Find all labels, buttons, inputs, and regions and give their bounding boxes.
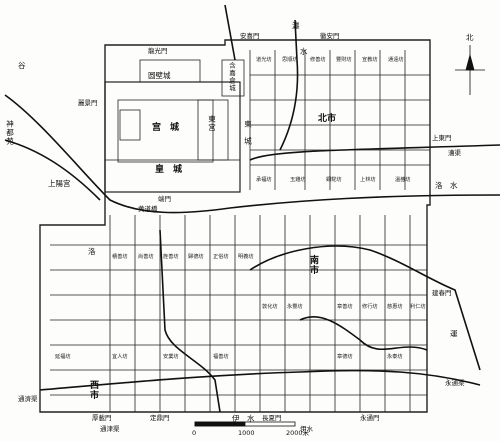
ward-label: 溫雒坊 bbox=[395, 177, 411, 183]
ward-label: 永豐坊 bbox=[287, 304, 303, 310]
luo-river-west-label: 洛 bbox=[88, 247, 96, 256]
ward-label: 章德坊 bbox=[337, 354, 353, 360]
tongji-canal-label: 通濟渠 bbox=[18, 395, 38, 403]
ward-label: 修善坊 bbox=[310, 57, 326, 63]
yongtong-canal-label: 永通渠 bbox=[445, 379, 465, 387]
ward-label: 銅駝坊 bbox=[326, 177, 342, 183]
shendu-park-label: 神都苑 bbox=[5, 120, 15, 146]
huian-gate-label: 徽安門 bbox=[320, 32, 340, 40]
scale-zero: 0 bbox=[192, 429, 197, 437]
ward-label: 章善坊 bbox=[337, 304, 353, 310]
changxia-gate-label: 長夏門 bbox=[262, 414, 282, 422]
duanmen-gate-label: 端門 bbox=[158, 195, 171, 203]
ward-label: 福善坊 bbox=[213, 354, 229, 360]
imperial-city-label: 皇 城 bbox=[155, 165, 183, 175]
ward-label: 旌善坊 bbox=[163, 254, 179, 260]
south-market-label: 南市 bbox=[308, 255, 318, 275]
luo-river-east-label: 洛 水 bbox=[435, 181, 458, 190]
cao-canal-label: 漕渠 bbox=[448, 149, 461, 157]
ward-label: 修行坊 bbox=[362, 304, 378, 310]
gu-river-label: 谷 bbox=[18, 61, 26, 70]
north-market-label: 北市 bbox=[318, 114, 337, 124]
yongtong-gate-label: 永通門 bbox=[360, 414, 380, 422]
ward-label: 明義坊 bbox=[238, 254, 254, 260]
ward-label: 尚善坊 bbox=[138, 254, 154, 260]
hanjia-granary-label: 含嘉倉城 bbox=[227, 62, 236, 92]
shangdong-gate-label: 上東門 bbox=[432, 134, 452, 142]
ward-label: 正俗坊 bbox=[213, 254, 229, 260]
ward-label: 敦化坊 bbox=[262, 304, 278, 310]
ward-label: 利仁坊 bbox=[410, 304, 426, 310]
jianchun-gate-label: 建春門 bbox=[432, 289, 452, 297]
east-palace-label: 東宫 bbox=[207, 115, 217, 132]
houzai-gate-label: 厚載門 bbox=[92, 414, 112, 422]
dingding-gate-label: 定鼎門 bbox=[150, 414, 170, 422]
yi-river-label: 伊 水 bbox=[232, 414, 255, 423]
ward-label: 豐財坊 bbox=[336, 57, 352, 63]
ward-label: 延福坊 bbox=[55, 354, 71, 360]
ward-label: 宣教坊 bbox=[362, 57, 378, 63]
tongjin-canal-label: 通津渠 bbox=[100, 425, 120, 433]
west-market-label: 西市 bbox=[88, 380, 98, 400]
ward-label: 承福坊 bbox=[256, 177, 272, 183]
water-label: 水 bbox=[300, 47, 308, 56]
yun-canal-label: 運 bbox=[450, 329, 458, 338]
ward-label: 永泰坊 bbox=[387, 354, 403, 360]
yi-river-south-label: 伊水 bbox=[300, 425, 313, 433]
ward-label: 安業坊 bbox=[163, 354, 179, 360]
ward-label: 積善坊 bbox=[112, 254, 128, 260]
ward-label: 道光坊 bbox=[256, 57, 272, 63]
east-city-label: 東 城 bbox=[243, 120, 253, 146]
round-wall-city-label: 圆壁城 bbox=[148, 71, 171, 80]
anxi-gate-label: 安喜門 bbox=[240, 32, 260, 40]
huangdao-bridge-label: 黄道橋 bbox=[138, 205, 158, 213]
ward-label: 慈惠坊 bbox=[387, 304, 403, 310]
ward-label: 思順坊 bbox=[282, 57, 298, 63]
palace-city-label: 宫 城 bbox=[152, 123, 180, 133]
ward-label: 通遠坊 bbox=[388, 57, 404, 63]
longguang-gate-label: 龍光門 bbox=[148, 47, 168, 55]
scale-end: 2000米 bbox=[286, 429, 310, 437]
lijing-gate-label: 麗景門 bbox=[78, 99, 98, 107]
shangyang-palace-label: 上陽宫 bbox=[48, 179, 71, 188]
chan-river-label: 瀍 bbox=[292, 21, 300, 30]
ward-label: 玉雞坊 bbox=[290, 177, 306, 183]
scale-mid: 1000 bbox=[238, 429, 255, 437]
ward-label: 上林坊 bbox=[360, 177, 376, 183]
compass-north-label: 北 bbox=[466, 33, 474, 42]
ward-label: 歸德坊 bbox=[188, 254, 204, 260]
ward-label: 宜人坊 bbox=[112, 354, 128, 360]
